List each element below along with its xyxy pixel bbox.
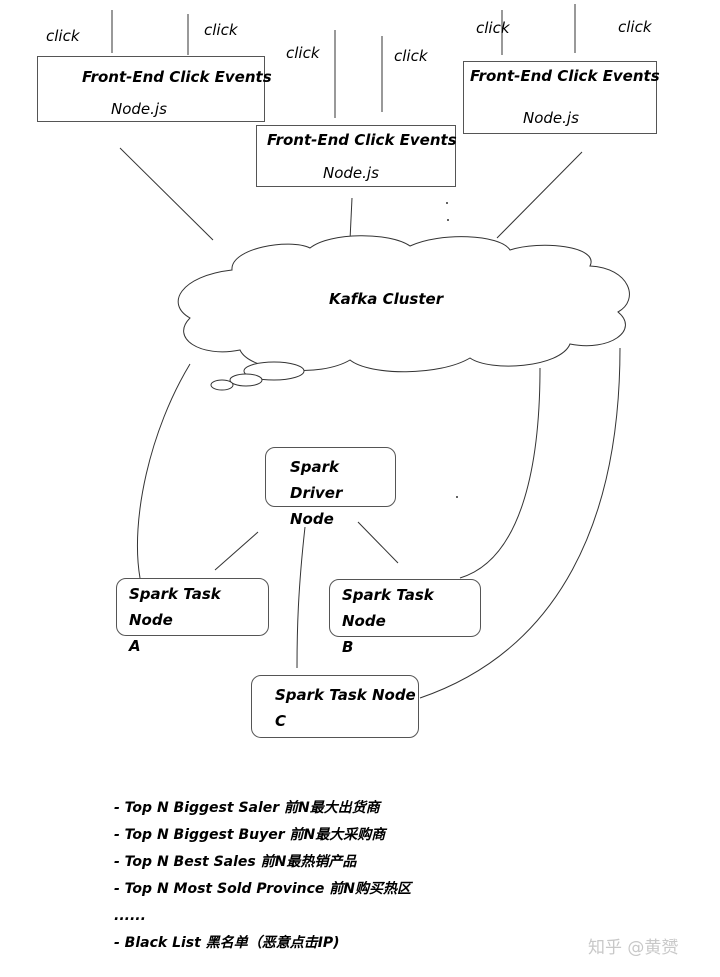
spark-driver-node: Spark Driver Node	[265, 447, 396, 528]
watermark: 知乎 @黄赟	[588, 938, 679, 958]
frontend-subtitle: Node.js	[111, 100, 167, 118]
spark-driver-line2: Node	[290, 510, 334, 528]
spark-task-node-a: Spark Task Node A	[116, 578, 269, 655]
frontend-subtitle: Node.js	[323, 164, 379, 182]
frontend-box-left: Front-End Click Events Node.js	[37, 56, 272, 122]
click-label-2: click	[204, 21, 238, 39]
list-item: - Top N Biggest Saler 前N最大出货商	[114, 800, 380, 816]
frontend-title: Front-End Click Events	[470, 67, 660, 85]
click-label-4: click	[394, 47, 428, 65]
frontend-title: Front-End Click Events	[82, 68, 272, 86]
frontend-title: Front-End Click Events	[267, 131, 457, 149]
list-item: - Top N Biggest Buyer 前N最大采购商	[114, 827, 386, 843]
spark-task-node-b: Spark Task Node B	[329, 579, 481, 656]
frontend-subtitle: Node.js	[523, 109, 579, 127]
frontend-box-middle: Front-End Click Events Node.js	[256, 125, 457, 187]
spark-task-node-c: Spark Task Node C	[251, 675, 419, 738]
list-item: - Top N Best Sales 前N最热销产品	[114, 854, 357, 870]
spark-task-a-line2: A	[129, 637, 141, 655]
spark-task-b-line2: B	[342, 638, 354, 656]
click-label-3: click	[286, 44, 320, 62]
list-item: - Black List 黑名单（恶意点击IP)	[114, 935, 340, 951]
spark-task-b-line1: Spark Task Node	[342, 586, 434, 630]
click-label-6: click	[618, 18, 652, 36]
frontend-box-right: Front-End Click Events Node.js	[463, 61, 660, 134]
kafka-cloud	[177, 235, 630, 391]
spark-task-c-line1: Spark Task Node	[275, 686, 416, 704]
analysis-list: - Top N Biggest Saler 前N最大出货商 - Top N Bi…	[114, 795, 411, 957]
spark-task-c-line2: C	[275, 712, 287, 730]
spark-task-a-line1: Spark Task Node	[129, 585, 221, 629]
spark-driver-line1: Spark Driver	[290, 458, 343, 502]
list-item: ......	[114, 908, 146, 924]
list-item: - Top N Most Sold Province 前N购买热区	[114, 881, 412, 897]
click-label-1: click	[46, 27, 80, 45]
kafka-cluster-label: Kafka Cluster	[329, 290, 444, 308]
click-label-5: click	[476, 19, 510, 37]
